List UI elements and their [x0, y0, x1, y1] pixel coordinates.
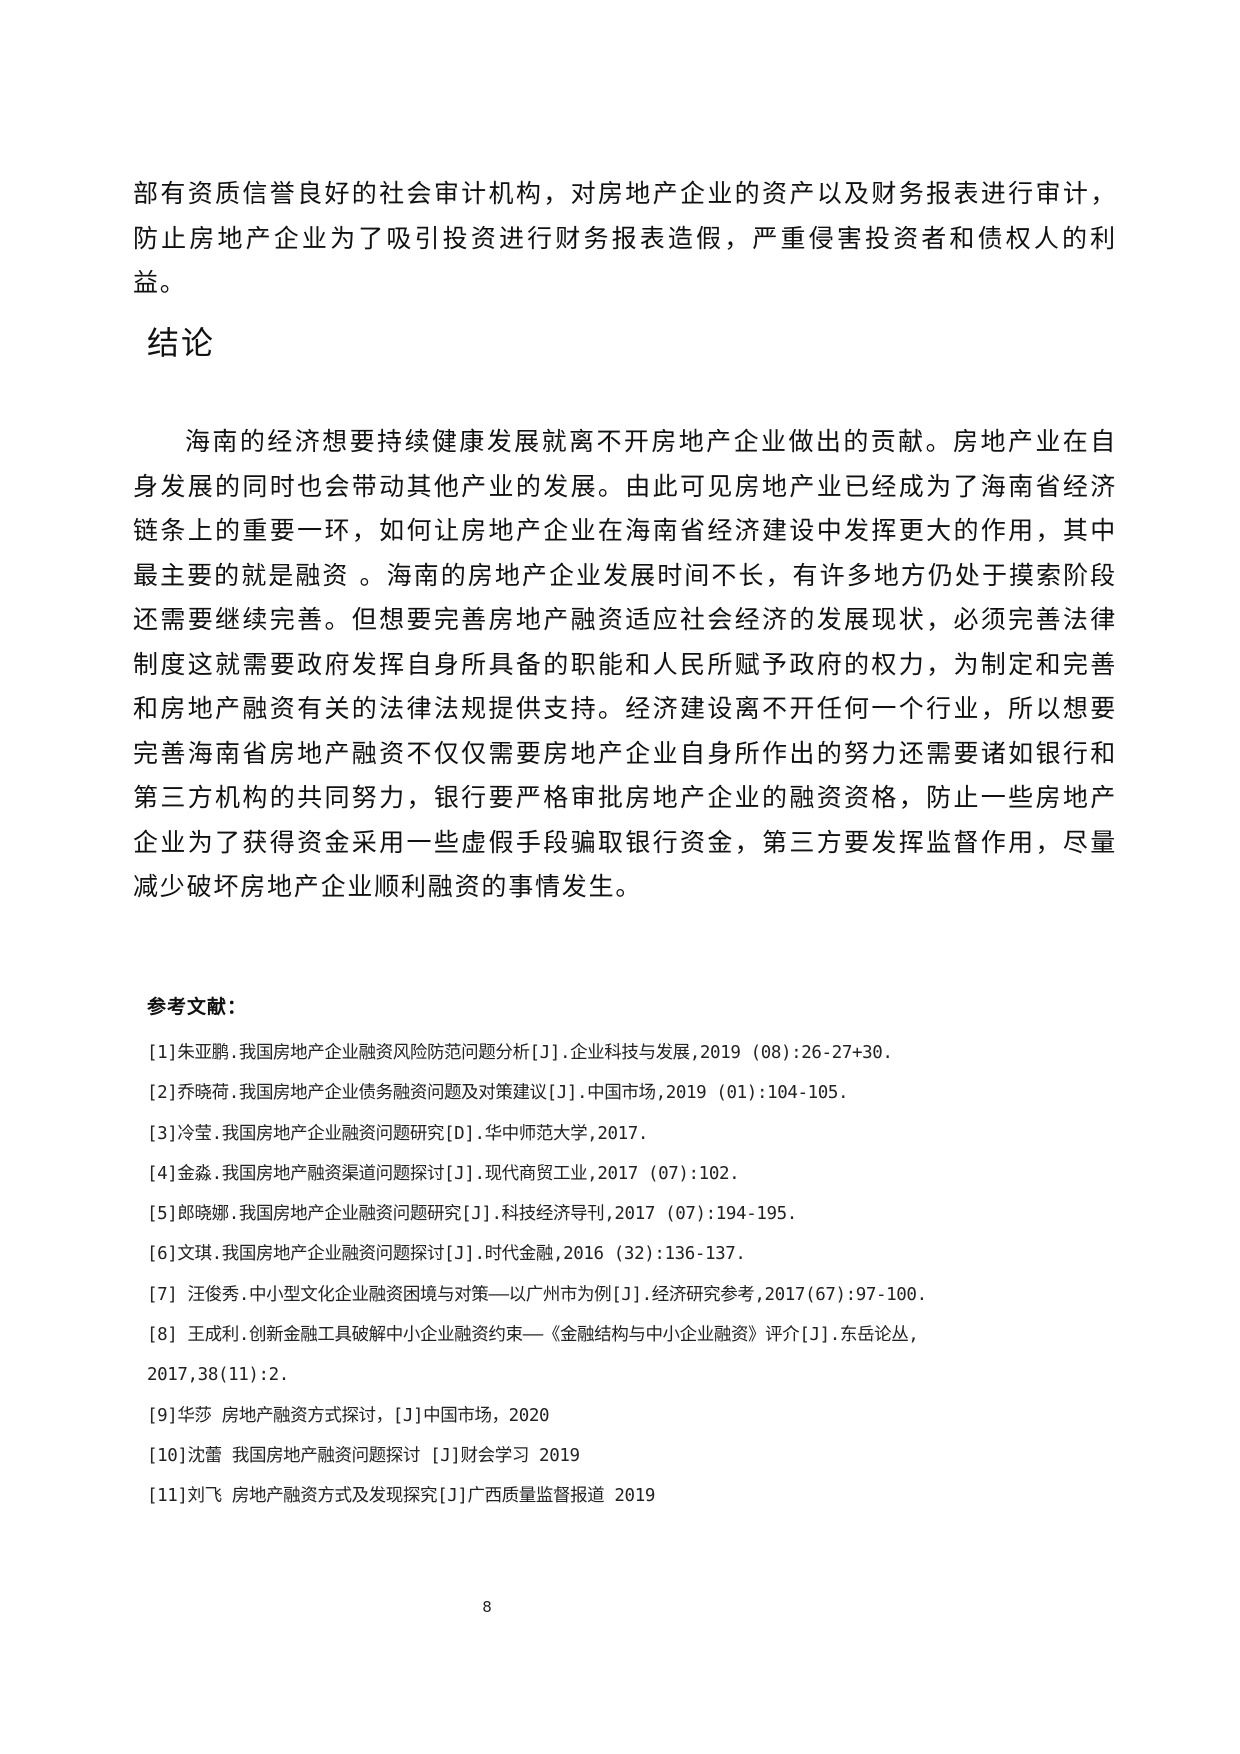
reference-item-continuation: 2017,38(11):2.	[147, 1365, 289, 1386]
references-section: 参考文献： [1]朱亚鹏.我国房地产企业融资风险防范问题分析[J].企业科技与发…	[147, 993, 1127, 1517]
reference-item: [4]金淼.我国房地产融资渠道问题探讨[J].现代商贸工业,2017 (07):…	[147, 1163, 740, 1184]
reference-item: [6]文琪.我国房地产企业融资问题探讨[J].时代金融,2016 (32):13…	[147, 1244, 746, 1265]
continued-paragraph: 部有资质信誉良好的社会审计机构，对房地产企业的资产以及财务报表进行审计，防止房地…	[133, 179, 1117, 297]
references-list: [1]朱亚鹏.我国房地产企业融资风险防范问题分析[J].企业科技与发展,2019…	[147, 1033, 1127, 1517]
reference-item: [3]冷莹.我国房地产企业融资问题研究[D].华中师范大学,2017.	[147, 1123, 649, 1144]
reference-item: [1]朱亚鹏.我国房地产企业融资风险防范问题分析[J].企业科技与发展,2019…	[147, 1043, 893, 1063]
reference-item: [2]乔晓荷.我国房地产企业债务融资问题及对策建议[J].中国市场,2019 (…	[147, 1083, 849, 1104]
reference-item: [10]沈蕾 我国房地产融资问题探讨 [J]财会学习 2019	[147, 1445, 580, 1466]
conclusion-paragraph: 海南的经济想要持续健康发展就离不开房地产企业做出的贡献。房地产业在自身发展的同时…	[133, 427, 1117, 901]
reference-item: [8] 王成利.创新金融工具破解中小企业融资约束——《金融结构与中小企业融资》评…	[147, 1325, 919, 1346]
page-number: 8	[482, 1598, 492, 1616]
section-heading-conclusion: 结论	[147, 324, 216, 362]
reference-item: [9]华莎 房地产融资方式探讨，[J]中国市场，2020	[147, 1405, 550, 1426]
reference-item: [7] 汪俊秀.中小型文化企业融资困境与对策——以广州市为例[J].经济研究参考…	[147, 1284, 927, 1305]
reference-item: [11]刘飞 房地产融资方式及发现探究[J]广西质量监督报道 2019	[147, 1486, 655, 1507]
references-title: 参考文献：	[147, 996, 248, 1018]
reference-item: [5]郎晓娜.我国房地产企业融资问题研究[J].科技经济导刊,2017 (07)…	[147, 1204, 797, 1225]
